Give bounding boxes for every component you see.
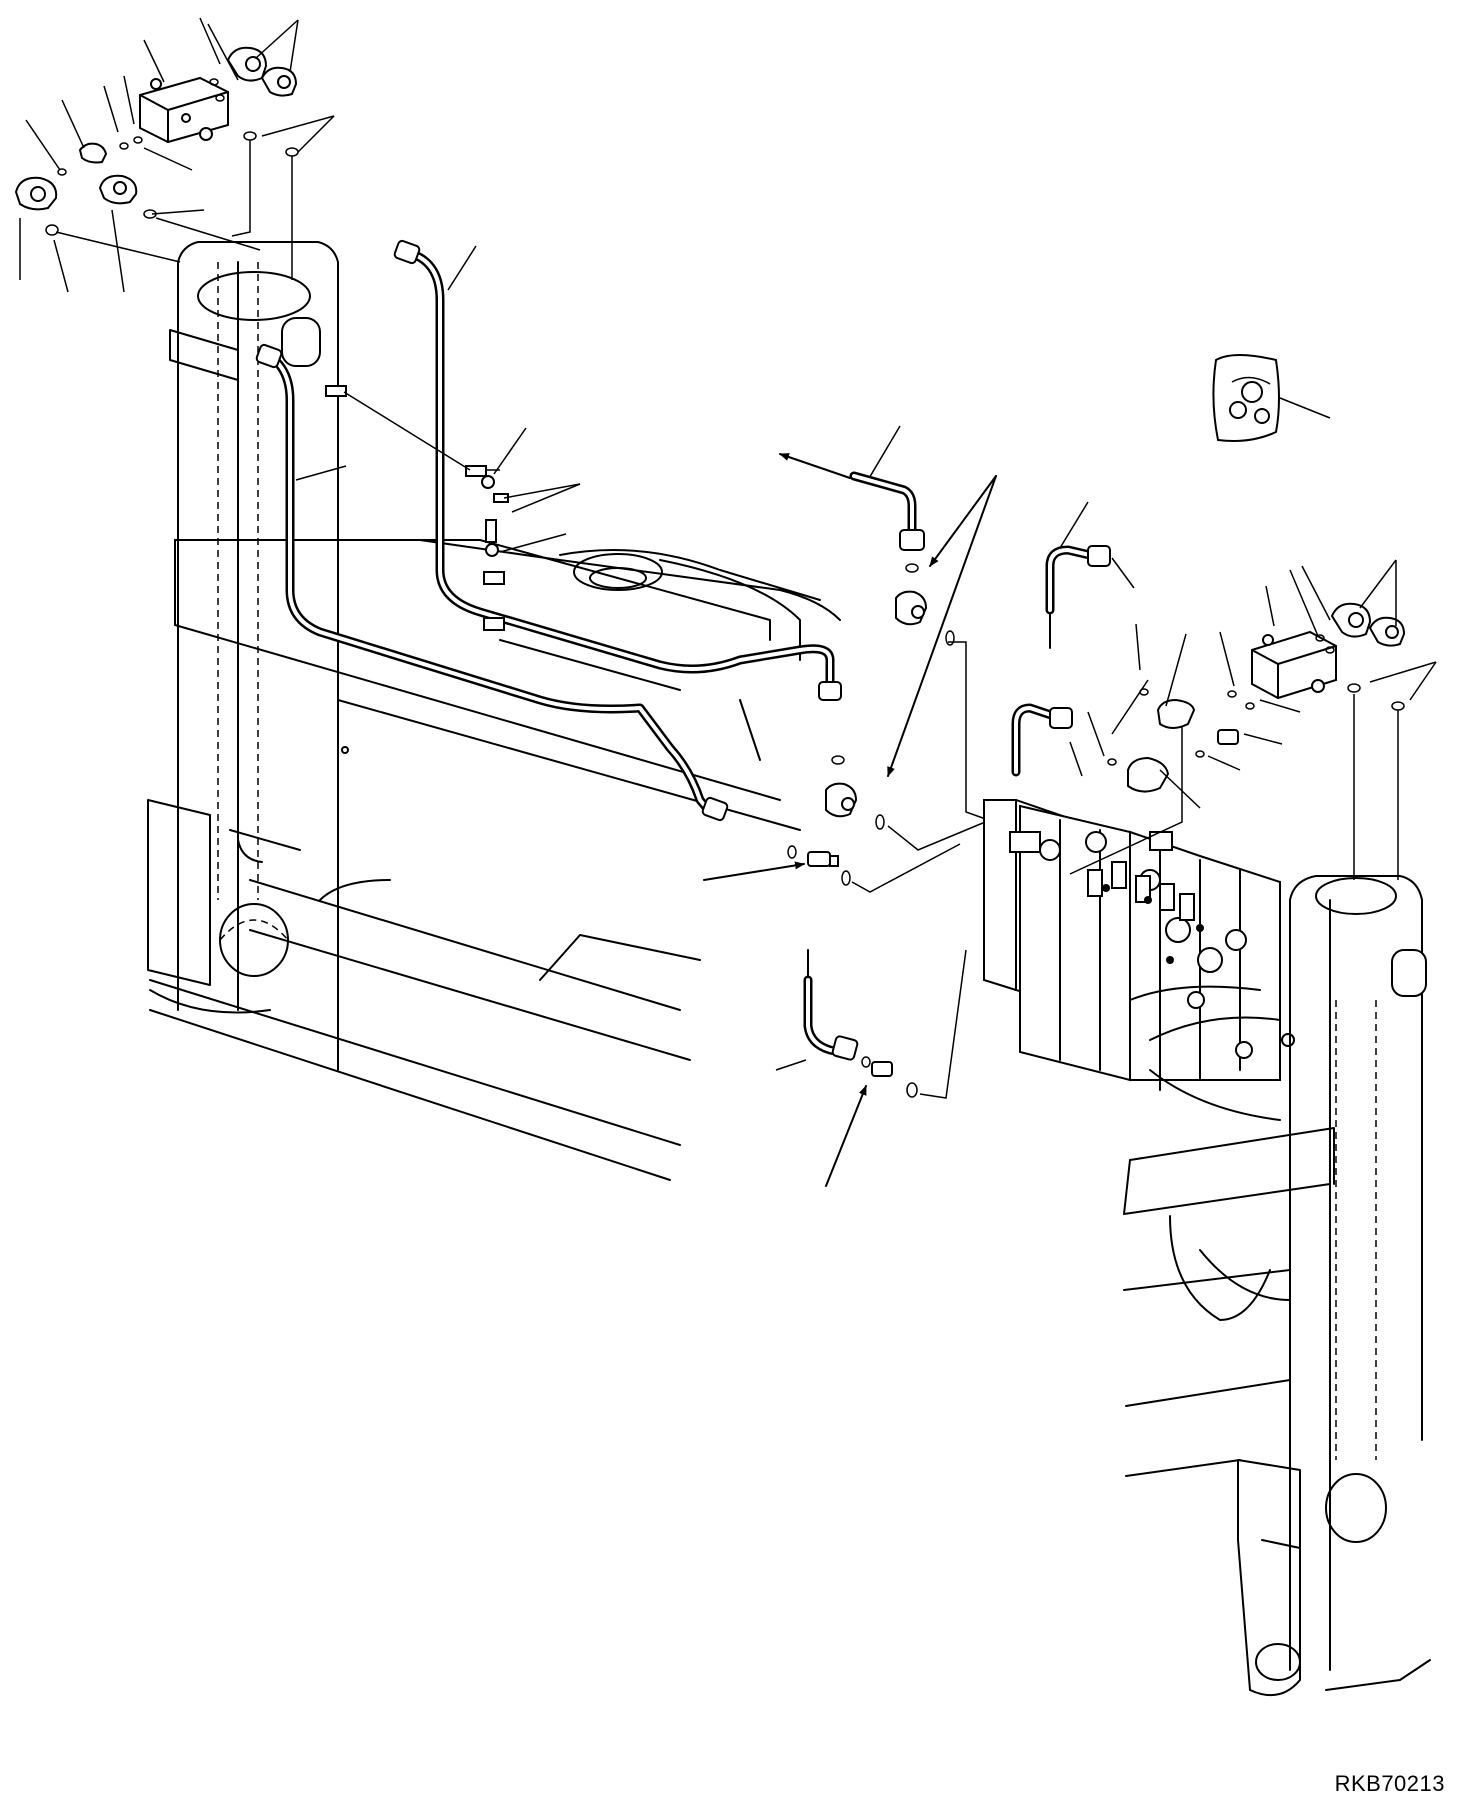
adapter-center bbox=[787, 845, 851, 886]
right-mast-column bbox=[1237, 875, 1431, 1697]
pipe-nut-lower bbox=[701, 796, 729, 822]
top-left-valve-block bbox=[139, 76, 229, 144]
right-valve-block bbox=[1251, 630, 1337, 700]
pipe-clamps bbox=[325, 385, 505, 631]
left-hydraulic-pipe-2 bbox=[265, 351, 715, 817]
right-frame-beams bbox=[1123, 1069, 1335, 1477]
center-crossmember bbox=[319, 539, 841, 901]
pipe-nut-top bbox=[393, 239, 421, 265]
clamp-bolt bbox=[481, 475, 509, 557]
top-left-leader-lines bbox=[19, 17, 335, 293]
right-elbow-fittings bbox=[1127, 602, 1406, 793]
decal-label bbox=[1212, 354, 1331, 442]
right-short-pipe-top bbox=[1045, 545, 1135, 615]
drawing-code-label: RKB70213 bbox=[1334, 1771, 1445, 1796]
center-connector-lines bbox=[851, 641, 995, 1099]
elbow-center-middle bbox=[825, 755, 885, 830]
pipe-nut-column bbox=[255, 343, 283, 369]
left-frame-beams bbox=[149, 539, 801, 1181]
main-control-valve bbox=[983, 799, 1295, 1091]
left-mast-column bbox=[147, 241, 339, 1071]
short-pipe-upper bbox=[849, 471, 955, 646]
pipe-nut-right bbox=[818, 681, 842, 701]
right-short-pipe-mid bbox=[1011, 703, 1083, 777]
center-leader-lines bbox=[295, 245, 901, 553]
short-pipe-lower bbox=[775, 975, 918, 1098]
left-hydraulic-pipe-1 bbox=[401, 247, 835, 695]
top-left-elbow-fittings bbox=[14, 46, 298, 211]
right-leader-lines bbox=[1059, 501, 1437, 880]
